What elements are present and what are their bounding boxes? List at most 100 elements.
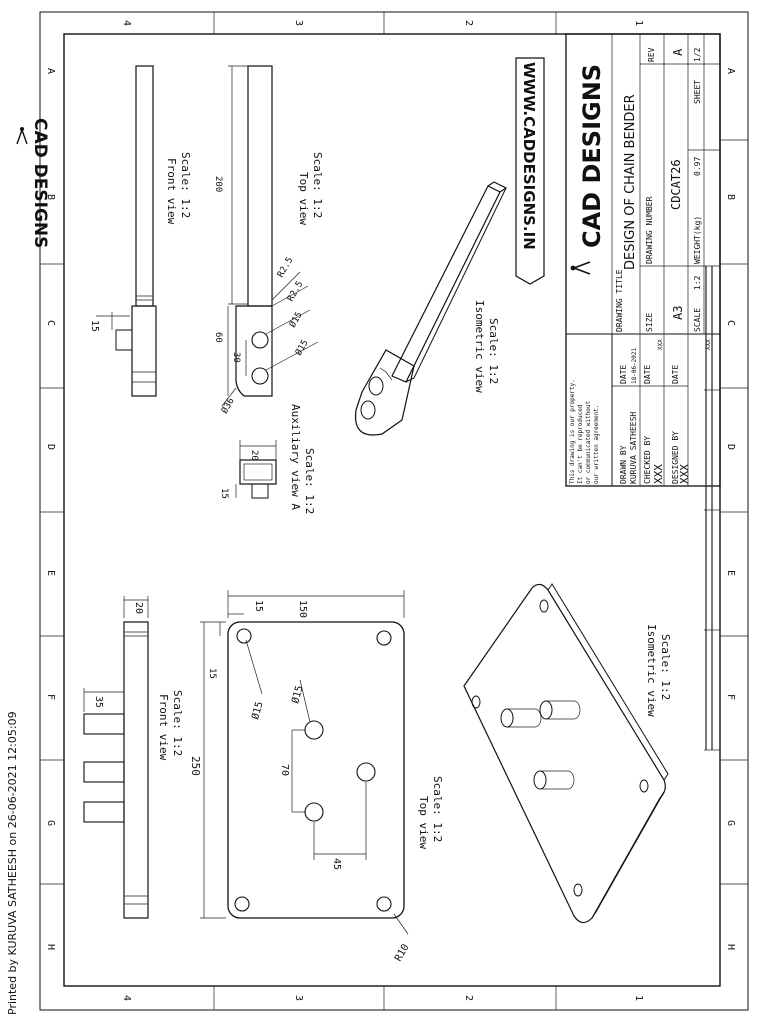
notice-line-4: our written agreement. [593,405,600,484]
scale-value: 1:2 [693,275,702,290]
zone-letter-left-d: D [45,444,56,450]
plate-top-width: 150 [297,600,308,618]
zone-number-bottom-3: 3 [293,995,304,1001]
plate-iso-title: Isometric view [645,624,658,717]
outer-frame [39,11,749,1011]
drawing-number-value: CDCAT26 [669,159,683,210]
drawing-frame [63,33,721,987]
plate-top-hole-1: Ø15 [249,700,265,721]
shaft-iso-view: Isometric view Scale: 1:2 [354,181,508,436]
compass-icon-title [570,261,591,275]
aux-view-title: Auxiliary view A [289,404,302,510]
plate-iso-view: Isometric view Scale: 1:2 [463,583,672,924]
drawn-date-value: 18-06-2021 [631,347,638,384]
zone-number-top-4: 4 [121,20,132,26]
plate-top-offset-2: 15 [207,668,217,679]
aux-dim-width: 20 [249,450,259,461]
shaft-front-dim: 15 [89,320,100,332]
zone-number-top-3: 3 [293,20,304,26]
shaft-top-length: 200 [213,176,223,192]
zone-letter-right-d: D [725,444,736,450]
drawing-title-value: DESIGN OF CHAIN BENDER [623,94,638,270]
checked-by-label: CHECKED BY [643,436,652,484]
zone-letter-left-a: A [45,68,56,74]
designed-by-value: XXX [678,464,691,484]
zone-letter-right-h: H [725,944,736,950]
size-label: SIZE [645,313,654,332]
designed-date-value: XXX [705,339,712,350]
shaft-top-hole1: Ø15 [287,310,305,330]
brand-logo-top: CAD DESIGNS [16,118,50,248]
drawing-number-label: DRAWING NUMBER [645,196,654,264]
aux-view-scale: Scale: 1:2 [303,448,316,514]
shaft-top-hole2: Ø15 [293,338,311,358]
zone-letter-left-c: C [45,320,56,326]
zone-letter-left-e: E [45,570,56,576]
website-tag: WWW.CADDESIGNS.IN [515,57,545,285]
checked-by-value: XXX [652,464,665,484]
printed-by-text: Printed by KURUVA SATHEESH on 26-06-2021… [6,711,19,1015]
rev-label: REV [647,47,656,62]
shaft-top-r1: R2.5 [276,256,296,280]
rev-value: A [671,48,685,56]
zone-letter-left-g: G [45,820,56,826]
drawn-by-value: KURUVA SATHEESH [629,412,638,484]
title-block: This drawing is our property. It can't b… [565,33,721,487]
zone-letter-right-b: B [725,194,736,200]
zone-letter-right-g: G [725,820,736,826]
zone-number-top-1: 1 [633,20,644,26]
shaft-aux-view: 20 15 Auxiliary view A Scale: 1:2 [219,404,316,514]
plate-front-title: Front view [157,694,170,761]
checked-date-value: XXX [657,339,664,350]
plate-top-hole-2: Ø15 [289,684,305,705]
brand-name-title: CAD DESIGNS [578,64,606,248]
size-value: A3 [671,306,685,320]
notice-line-1: This drawing is our property. [569,379,576,484]
zone-letter-right-f: F [725,694,736,700]
weight-value: 0.97 [693,157,702,176]
plate-front-height: 35 [93,696,104,708]
title-block-logo: CAD DESIGNS [570,64,606,275]
zone-letter-right-a: A [725,68,736,74]
shaft-top-scale: Scale: 1:2 [311,152,324,218]
checked-date-label: DATE [643,365,652,384]
zone-labels: 4 3 2 1 4 3 2 1 A B C D E F G H A B C D … [45,20,736,1001]
zone-letter-left-b: B [45,194,56,200]
drawn-date-label: DATE [619,365,628,384]
plate-iso-scale: Scale: 1:2 [659,634,672,700]
zone-number-bottom-1: 1 [633,995,644,1001]
zone-number-bottom-4: 4 [121,995,132,1001]
designed-by-label: DESIGNED BY [671,431,680,484]
shaft-iso-title: Isometric view [473,300,486,393]
plate-front-scale: Scale: 1:2 [171,690,184,756]
zone-number-top-2: 2 [463,20,474,26]
zone-letter-left-f: F [45,694,56,700]
plate-front-thickness: 20 [133,602,144,614]
shaft-top-height: 60 [213,332,223,343]
shaft-front-scale: Scale: 1:2 [179,152,192,218]
shaft-top-title: Top view [297,172,310,225]
drawn-by-label: DRAWN BY [619,445,628,484]
shaft-front-view: 15 Front view Scale: 1:2 [89,65,192,397]
drawing-title-label: DRAWING TITLE [615,269,624,332]
designed-date-label: DATE [671,365,680,384]
zone-letter-right-e: E [725,570,736,576]
scale-label: SCALE [693,308,702,332]
plate-top-radius: R10 [393,942,412,963]
zone-letter-left-h: H [45,944,56,950]
plate-top-view: 150 250 15 15 Ø15 Ø15 70 45 R10 Top view… [189,590,444,964]
shaft-iso-scale: Scale: 1:2 [487,318,500,384]
aux-dim-height: 15 [219,488,229,499]
plate-top-title: Top view [417,796,430,849]
plate-top-pitch-v: 70 [279,764,290,776]
zone-markers [40,12,748,1010]
scale-ruler [704,266,720,751]
shaft-front-title: Front view [165,158,178,225]
notice-line-3: or communicated without [585,401,592,484]
zone-letter-right-c: C [725,320,736,326]
shaft-top-view: 200 R2.5 R2.5 Ø15 Ø15 60 30 Ø36 Top view… [213,65,324,416]
sheet-label: SHEET [693,80,702,104]
plate-top-pitch-h: 45 [331,858,342,870]
notice-line-2: It can't be reproduced [577,404,584,484]
